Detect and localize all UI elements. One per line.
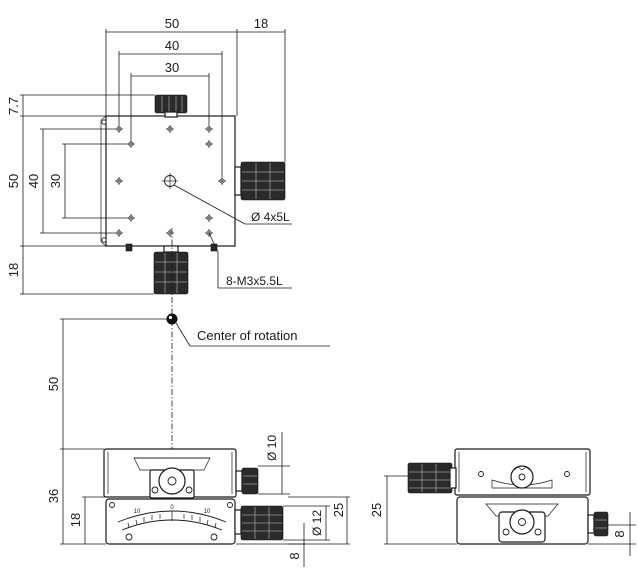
screw-icon — [478, 471, 484, 477]
top-view-right-knob — [234, 161, 286, 201]
thread-callout-leader — [208, 232, 219, 253]
side-left-knob — [407, 462, 457, 494]
dim-knob-height: 25 — [331, 503, 346, 517]
dim-height-50: 50 — [6, 174, 21, 188]
scale-label-left: 10 — [134, 509, 141, 515]
hole-callout-leader — [173, 184, 246, 225]
dim-width-50: 50 — [165, 16, 179, 31]
foot — [125, 243, 133, 252]
top-view: 50 18 40 30 7.7 50 40 30 18 Ø 4x5L — [6, 16, 292, 295]
front-lower-right-knob — [234, 505, 284, 541]
front-upper-right-knob — [235, 467, 259, 495]
dim-knob-dia-lower: Ø 12 — [310, 510, 324, 536]
side-dimensions — [384, 475, 636, 556]
scale-label-right: 10 — [204, 509, 211, 515]
dim-height-30: 30 — [48, 174, 63, 188]
dim-top-offset-7.7: 7.7 — [6, 97, 21, 115]
top-view-rear-knob — [154, 94, 188, 118]
dim-offset-18: 18 — [254, 16, 268, 31]
dim-width-30: 30 — [165, 60, 179, 75]
dim-lower-height: 18 — [68, 513, 83, 527]
scale-label-center: 0 — [170, 505, 174, 511]
rotation-center-icon — [166, 313, 178, 325]
dim-total-height: 36 — [46, 489, 61, 503]
screw-icon — [109, 502, 115, 508]
screw-icon — [564, 471, 570, 477]
thread-callout: 8-M3x5.5L — [226, 274, 283, 288]
dim-knob-offset: 8 — [287, 552, 302, 559]
side-right-knob — [587, 511, 609, 537]
side-view: 25 8 — [369, 448, 636, 556]
screw-icon — [125, 533, 133, 541]
corner-screw-icon — [101, 119, 107, 125]
side-lower-center-knob — [498, 509, 546, 543]
dim-knob-dia-upper: Ø 10 — [265, 435, 279, 461]
top-width-dimensions — [105, 29, 286, 177]
dim-bottom-offset-18: 18 — [6, 263, 21, 277]
top-view-front-knob — [153, 245, 189, 295]
front-view: 10 0 10 50 36 18 — [46, 318, 350, 567]
screw-icon — [227, 502, 233, 508]
front-right-dimensions — [236, 432, 350, 567]
dim-width-40: 40 — [165, 38, 179, 53]
screw-icon — [210, 533, 218, 541]
front-left-dimensions — [60, 318, 167, 545]
dim-height-40: 40 — [26, 174, 41, 188]
rotation-scale — [127, 511, 217, 529]
side-dim-knob-offset: 8 — [612, 530, 627, 537]
center-hole-icon — [162, 173, 178, 189]
front-upper-center-knob — [149, 467, 195, 499]
corner-screw-icon — [101, 237, 107, 243]
dim-height-to-center: 50 — [46, 377, 61, 391]
rotation-center-label: Center of rotation — [197, 328, 297, 343]
tapped-holes — [115, 125, 226, 237]
side-upper-center-knob — [510, 465, 534, 489]
hole-callout: Ø 4x5L — [251, 210, 290, 224]
top-height-dimensions — [20, 94, 155, 295]
side-dim-knob-height: 25 — [369, 503, 384, 517]
